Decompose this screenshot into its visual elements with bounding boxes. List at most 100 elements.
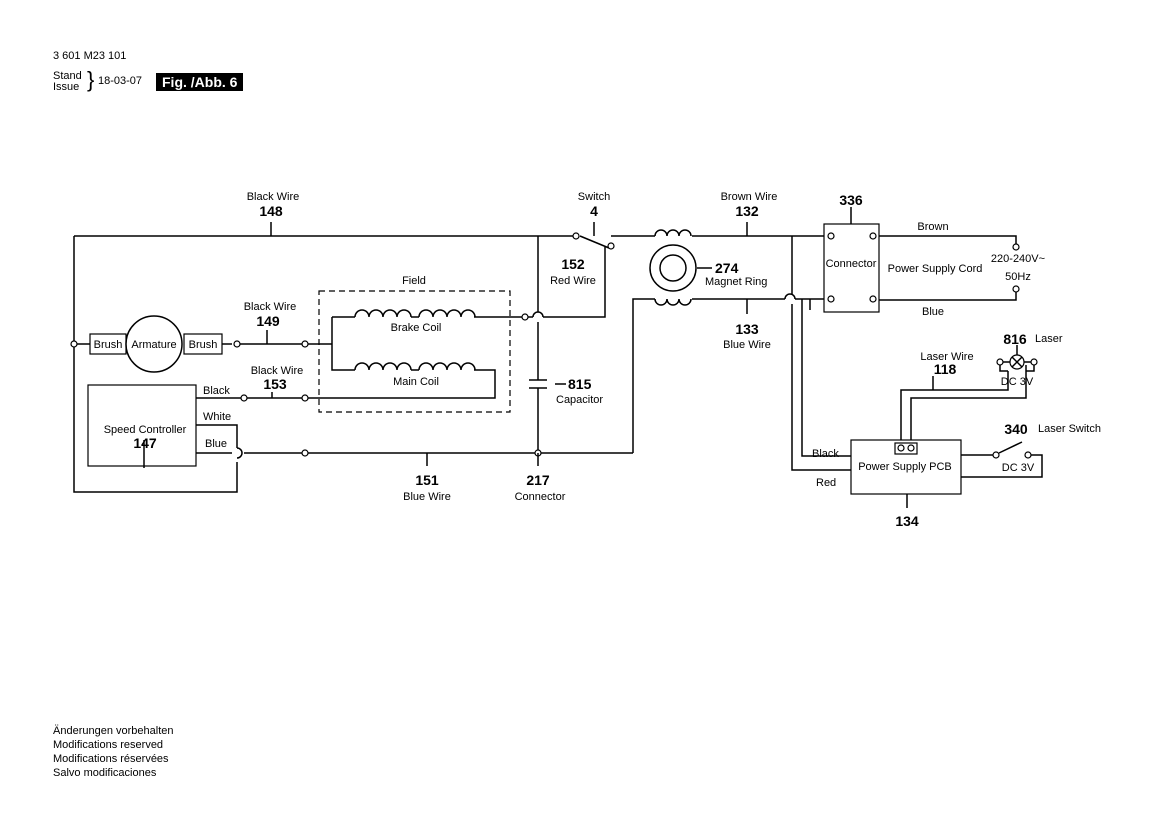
wire-left-loop bbox=[73, 236, 238, 493]
capacitor-815-number: 815 bbox=[568, 376, 592, 392]
connector-336-label: Connector bbox=[826, 258, 877, 270]
brush-right-label: Brush bbox=[189, 339, 218, 351]
note-es: Salvo modificaciones bbox=[53, 767, 157, 779]
dc3v-switch-label: DC 3V bbox=[1002, 462, 1035, 474]
wire-brown bbox=[873, 235, 1017, 247]
switch-4-number: 4 bbox=[590, 203, 598, 219]
pcb-red-label: Red bbox=[816, 477, 836, 489]
note-en: Modifications reserved bbox=[53, 739, 164, 751]
stand-label: Stand bbox=[53, 70, 82, 82]
black-sc-label: Black bbox=[203, 385, 230, 397]
wires bbox=[73, 235, 1043, 493]
black-wire-148-label: Black Wire bbox=[247, 191, 300, 203]
wire-white bbox=[196, 424, 238, 448]
switch-terminal-left bbox=[572, 232, 580, 240]
connector-217-label: Connector bbox=[515, 491, 566, 503]
black-wire-149-number: 149 bbox=[256, 313, 280, 329]
blue-wire-133-label: Blue Wire bbox=[723, 339, 771, 351]
blue-label: Blue bbox=[922, 306, 944, 318]
laser-switch-340-number: 340 bbox=[1004, 421, 1028, 437]
laser-816-number: 816 bbox=[1003, 331, 1027, 347]
magnet-ring-274-number: 274 bbox=[715, 260, 739, 276]
issue-date: 18-03-07 bbox=[98, 75, 143, 87]
pcb-jack bbox=[894, 442, 918, 455]
laser-wire-118-number: 118 bbox=[934, 361, 957, 377]
main-coil-icon bbox=[354, 362, 476, 371]
white-sc-label: White bbox=[203, 411, 231, 423]
voltage-label: 220-240V~ bbox=[991, 253, 1045, 265]
wire-main-right bbox=[305, 369, 496, 399]
laser-switch-340-label: Laser Switch bbox=[1038, 423, 1101, 435]
armature-label: Armature bbox=[131, 339, 176, 351]
wire-ring-down bbox=[632, 298, 655, 453]
field-box bbox=[318, 290, 511, 413]
wire-118a bbox=[900, 371, 1009, 443]
note-de: Änderungen vorbehalten bbox=[53, 725, 174, 737]
field-label: Field bbox=[402, 275, 426, 287]
power-supply-pcb-label: Power Supply PCB bbox=[858, 461, 952, 473]
magnet-ring-bottom-coil-icon bbox=[654, 298, 692, 306]
armature-circle bbox=[125, 315, 183, 373]
laser-816-label: Laser bbox=[1035, 333, 1063, 345]
brown-label: Brown bbox=[917, 221, 948, 233]
switch-4-blade-icon bbox=[579, 235, 610, 249]
black-wire-149-label: Black Wire bbox=[244, 301, 297, 313]
brake-coil-label: Brake Coil bbox=[391, 322, 442, 334]
power-supply-pcb-number: 134 bbox=[895, 513, 919, 529]
magnet-ring-top-coil-icon bbox=[654, 229, 692, 237]
capacitor-815-label: Capacitor bbox=[556, 394, 603, 406]
black-wire-148-number: 148 bbox=[259, 203, 283, 219]
part-number: 3 601 M23 101 bbox=[53, 50, 127, 62]
wire-133-hop bbox=[784, 293, 796, 300]
frequency-label: 50Hz bbox=[1005, 271, 1031, 283]
blue-sc-label: Blue bbox=[205, 438, 227, 450]
power-supply-cord-label: Power Supply Cord bbox=[888, 263, 983, 275]
note-fr: Modifications réservées bbox=[53, 753, 169, 765]
speed-controller-label: Speed Controller bbox=[104, 424, 187, 436]
main-coil-label: Main Coil bbox=[393, 376, 439, 388]
wire-pcb-red bbox=[791, 236, 851, 471]
modification-notes: Änderungen vorbehalten Modifications res… bbox=[53, 724, 173, 780]
wire-pcb-black bbox=[801, 299, 851, 457]
switch-terminal-right bbox=[607, 242, 615, 250]
brush-left-label: Brush bbox=[94, 339, 123, 351]
issue-label: Issue bbox=[53, 81, 80, 93]
black-wire-153-label: Black Wire bbox=[251, 365, 304, 377]
wire-field-left bbox=[331, 317, 355, 371]
stand-issue-label: Stand Issue bbox=[53, 71, 82, 93]
speed-controller-number: 147 bbox=[133, 435, 157, 451]
magnet-ring-inner-icon bbox=[659, 254, 687, 282]
label-leaders bbox=[143, 222, 1018, 508]
brake-coil-icon bbox=[354, 309, 476, 318]
wire-118b bbox=[910, 365, 1027, 443]
wire-laser-switch-b bbox=[961, 454, 1043, 478]
speed-controller-box bbox=[87, 384, 197, 467]
connector-336-number: 336 bbox=[839, 192, 863, 208]
blue-wire-133-number: 133 bbox=[735, 321, 759, 337]
laser-lamp-cross bbox=[1011, 356, 1023, 368]
dc3v-laser-label: DC 3V bbox=[1001, 376, 1034, 388]
laser-wire-118-label: Laser Wire bbox=[920, 351, 973, 363]
terminals bbox=[70, 232, 1038, 459]
figure-label: Fig. /Abb. 6 bbox=[156, 73, 244, 91]
red-wire-152-number: 152 bbox=[561, 256, 585, 272]
magnet-ring-274-label: Magnet Ring bbox=[705, 276, 767, 288]
connector-217-number: 217 bbox=[526, 472, 550, 488]
magnet-ring-outer-icon bbox=[649, 244, 697, 292]
brown-wire-132-number: 132 bbox=[735, 203, 759, 219]
pcb-black-label: Black bbox=[812, 448, 839, 460]
wire-white-hop bbox=[236, 447, 243, 459]
laser-switch-blade-icon bbox=[998, 441, 1023, 454]
red-wire-152-label: Red Wire bbox=[550, 275, 596, 287]
wire-blue bbox=[873, 289, 1017, 301]
blue-wire-151-label: Blue Wire bbox=[403, 491, 451, 503]
capacitor-icon bbox=[529, 379, 547, 389]
brown-wire-132-label: Brown Wire bbox=[721, 191, 778, 203]
brace-icon: } bbox=[87, 67, 95, 92]
black-wire-153-number: 153 bbox=[263, 376, 287, 392]
blue-wire-151-number: 151 bbox=[415, 472, 439, 488]
switch-4-label: Switch bbox=[578, 191, 610, 203]
wire-152-hop bbox=[532, 311, 544, 318]
wire-152 bbox=[543, 247, 606, 318]
